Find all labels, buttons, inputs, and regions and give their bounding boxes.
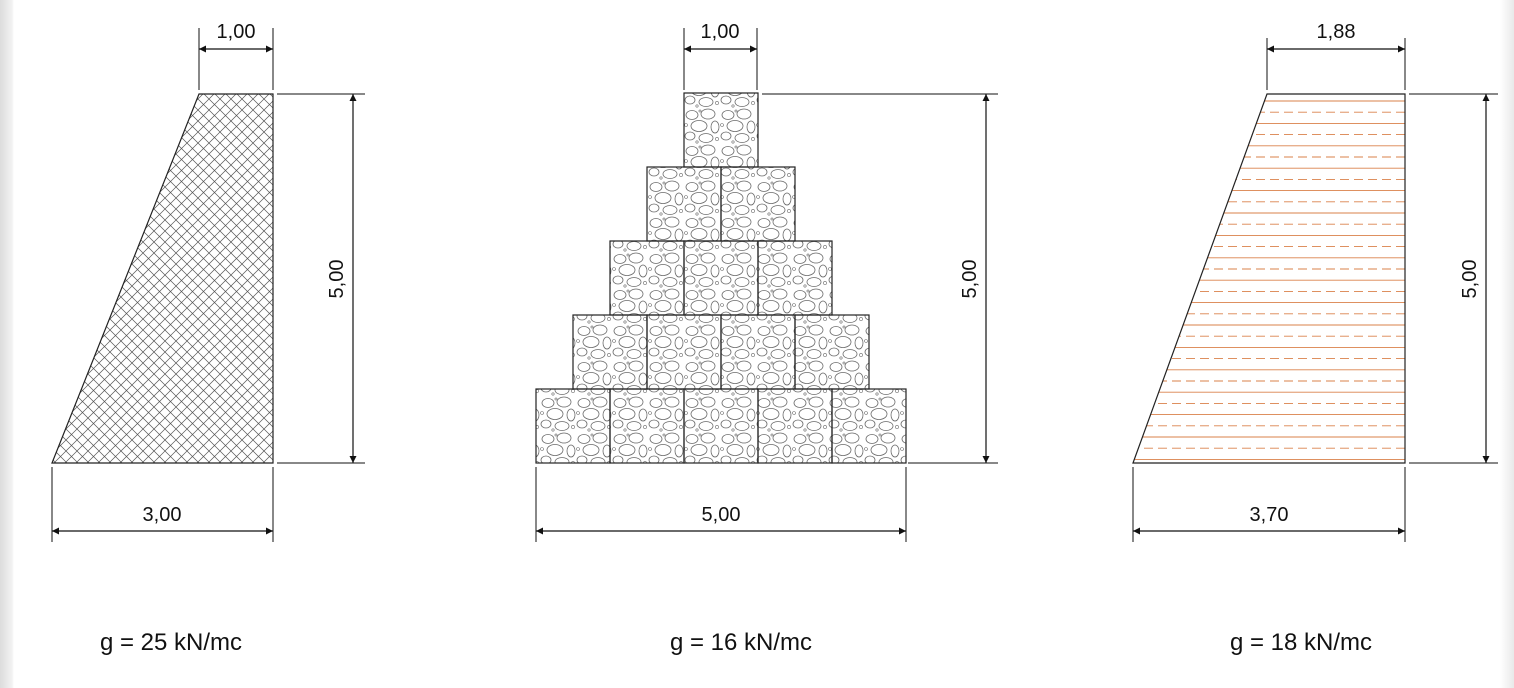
earth-unit-weight: g = 18 kN/mc	[1230, 629, 1372, 656]
gabion-block	[609, 388, 685, 464]
gabion-block	[683, 92, 759, 168]
concrete-top-width-dimension: 1,00	[198, 21, 274, 90]
gabion-block	[609, 240, 685, 316]
earth-wall-body	[1132, 93, 1406, 464]
gabion-block	[572, 314, 648, 390]
gabion-block	[757, 388, 833, 464]
earth-base-width-label: 3,70	[1250, 504, 1289, 526]
concrete-top-width-label: 1,00	[217, 21, 256, 43]
earth-wall-section: 1,88 5,00 3,70 g = 18 kN/mc	[1132, 21, 1498, 656]
concrete-wall-section: 1,00 5,00 3,00 g = 25 kN/mc	[51, 21, 365, 656]
concrete-height-label: 5,00	[326, 260, 348, 299]
concrete-base-width-label: 3,00	[143, 504, 182, 526]
gabion-block	[646, 166, 722, 242]
gabion-block	[831, 388, 907, 464]
gabion-block	[720, 314, 796, 390]
concrete-unit-weight: g = 25 kN/mc	[100, 629, 242, 656]
gabion-block	[683, 388, 759, 464]
earth-top-width-dimension: 1,88	[1266, 21, 1406, 90]
earth-height-label: 5,00	[1459, 260, 1481, 299]
gabion-height-dimension: 5,00	[762, 93, 998, 464]
earth-base-width-dimension: 3,70	[1132, 467, 1406, 542]
gabion-block	[535, 388, 611, 464]
gabion-block	[757, 240, 833, 316]
gabion-blocks	[535, 92, 907, 464]
gabion-block	[646, 314, 722, 390]
gabion-block	[683, 240, 759, 316]
gabion-block	[720, 166, 796, 242]
gabion-top-width-dimension: 1,00	[683, 21, 758, 90]
earth-top-width-label: 1,88	[1317, 21, 1356, 43]
gabion-base-width-dimension: 5,00	[535, 467, 907, 542]
gabion-base-width-label: 5,00	[702, 504, 741, 526]
gabion-height-label: 5,00	[959, 260, 981, 299]
gabion-top-width-label: 1,00	[701, 21, 740, 43]
concrete-base-width-dimension: 3,00	[51, 467, 274, 542]
earth-wall-hatch	[1133, 100, 1405, 460]
gabion-block	[794, 314, 870, 390]
concrete-height-dimension: 5,00	[277, 93, 365, 464]
concrete-wall-body	[51, 93, 274, 464]
earth-height-dimension: 5,00	[1409, 93, 1498, 464]
gabion-unit-weight: g = 16 kN/mc	[670, 629, 812, 656]
gabion-wall-section: 1,00 5,00 5,00 g = 16 kN/mc	[535, 21, 998, 656]
